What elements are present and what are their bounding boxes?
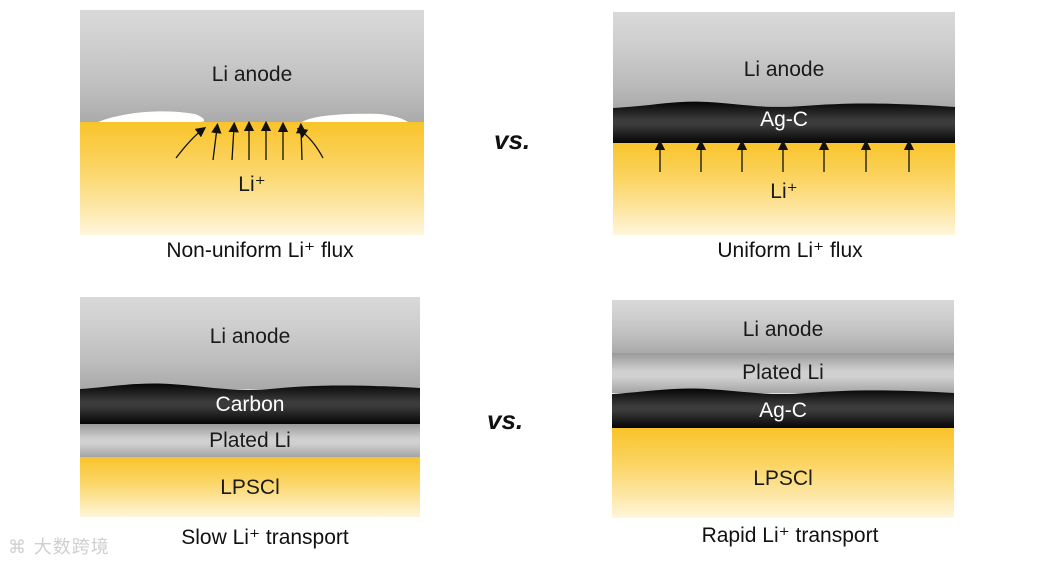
plated-li-label: Plated Li: [209, 429, 291, 452]
ag-c-layer: [613, 101, 955, 143]
electrolyte-layer: [80, 122, 424, 235]
vs-label-top: vs.: [494, 125, 531, 155]
void-right: [302, 113, 408, 122]
watermark-logo: ⌘ 大数跨境: [8, 533, 110, 559]
ag-c-layer-shape: [612, 388, 954, 428]
carbon-label: Carbon: [215, 393, 285, 416]
caption-slow-transport: Slow Li⁺ transport: [181, 526, 349, 549]
li-ion-label: Li⁺: [238, 173, 266, 196]
li-anode-layer: [80, 297, 420, 389]
li-anode-layer: [612, 300, 954, 353]
voids-and-flux-arrows: [98, 111, 408, 161]
flux-arrow: [296, 127, 324, 159]
watermark-icon: ⌘: [8, 537, 27, 558]
vs-label-bottom: vs.: [487, 405, 524, 435]
flux-arrow: [295, 122, 307, 161]
flux-arrow: [228, 121, 239, 161]
li-anode-label: Li anode: [743, 58, 825, 81]
panel-slow-transport: Li anode Carbon Plated Li LPSCl: [80, 297, 420, 517]
panel-uniform-flux: Li anode Ag-C Li⁺: [613, 12, 955, 235]
li-anode-label: Li anode: [209, 325, 291, 348]
ag-c-label: Ag-C: [760, 108, 808, 131]
plated-li-label: Plated Li: [742, 361, 824, 384]
ag-c-layer-and-arrows: [613, 101, 955, 172]
plated-li-layer: [612, 353, 954, 393]
electrolyte-layer: [613, 142, 955, 235]
panel-rapid-transport: Li anode Plated Li Ag-C LPSCl: [612, 300, 954, 518]
flux-arrow: [211, 122, 222, 161]
void-left: [98, 111, 205, 122]
plated-li-layer: [80, 424, 420, 457]
lpscl-layer: [612, 428, 954, 518]
carbon-layer: [80, 383, 420, 424]
li-anode-layer: [80, 10, 424, 125]
lpscl-layer: [80, 457, 420, 517]
caption-rapid-transport: Rapid Li⁺ transport: [701, 524, 879, 547]
lpscl-label: LPSCl: [220, 476, 280, 499]
panel-nonuniform-flux: Li anode Li⁺: [80, 10, 424, 235]
li-anode-label: Li anode: [742, 318, 824, 341]
flux-arrow: [175, 126, 207, 159]
caption-nonuniform-flux: Non-uniform Li⁺ flux: [166, 239, 354, 262]
li-ion-label: Li⁺: [770, 180, 798, 203]
caption-uniform-flux: Uniform Li⁺ flux: [717, 239, 863, 262]
ag-c-layer: [612, 388, 954, 428]
ag-c-label: Ag-C: [759, 399, 807, 422]
li-anode-layer: [613, 12, 955, 110]
carbon-layer-shape: [80, 383, 420, 424]
li-anode-label: Li anode: [211, 63, 293, 86]
watermark-text: 大数跨境: [33, 537, 110, 558]
lpscl-label: LPSCl: [753, 467, 813, 490]
